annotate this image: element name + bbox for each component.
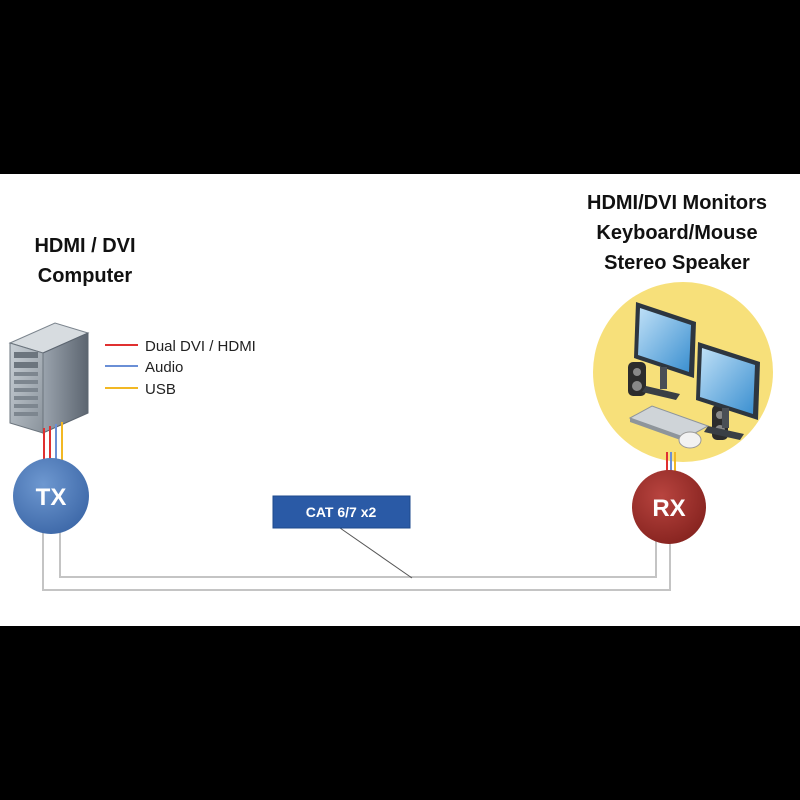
destination-devices [593,282,773,462]
rx-label: RX [652,495,685,522]
tx-node: TX [13,458,89,534]
destination-title-line3: Stereo Speaker [604,252,750,274]
rx-node: RX [632,470,706,544]
monitor-icon-2 [696,342,760,440]
cable-label-leader [339,527,413,579]
cable-label: CAT 6/7 x2 [306,504,377,520]
legend-label-audio: Audio [145,359,183,376]
cat-cable [42,520,671,591]
cable-label-box: CAT 6/7 x2 [272,495,411,529]
legend-label-video: Dual DVI / HDMI [145,338,256,355]
computer-tower-icon [8,322,90,434]
destination-title-line1: HDMI/DVI Monitors [587,192,767,214]
monitor-icon [634,302,696,400]
legend: Dual DVI / HDMI Audio USB [105,338,256,398]
destination-title-line2: Keyboard/Mouse [596,222,757,244]
source-title-line1: HDMI / DVI [34,235,135,257]
tx-label: TX [36,484,67,511]
source-title-line2: Computer [38,265,133,287]
legend-label-usb: USB [145,381,176,398]
keyboard-icon [628,405,710,442]
mouse-icon [678,431,702,449]
speaker-icon [628,362,646,396]
